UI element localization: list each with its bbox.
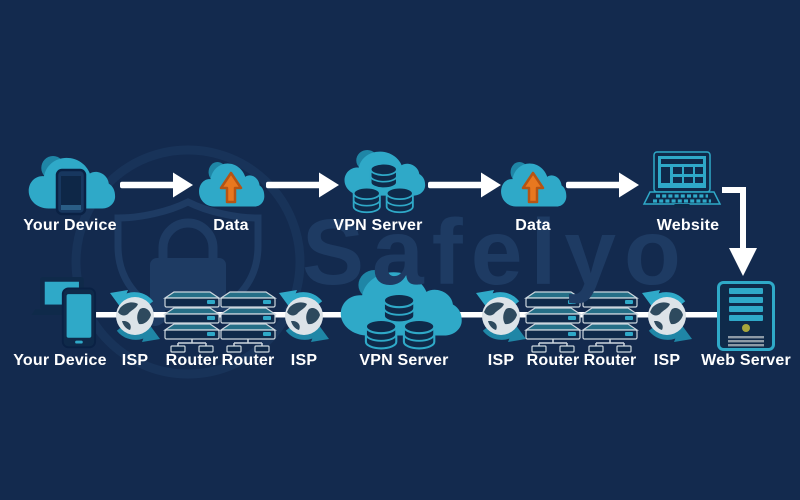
label-data-1: Data (213, 217, 249, 234)
watermark-text: Safelyo (302, 200, 689, 304)
laptop-smartphone-icon (30, 276, 97, 349)
label-vpn-server-top: VPN Server (333, 217, 423, 234)
label-web-server: Web Server (701, 352, 791, 369)
label-isp-3: ISP (487, 352, 515, 369)
label-router-1: Router (165, 352, 219, 369)
label-data-2: Data (515, 217, 551, 234)
web-server-tower-icon (717, 281, 775, 351)
label-isp-1: ISP (121, 352, 149, 369)
label-router-4: Router (583, 352, 637, 369)
cloud-smartphone-icon (28, 156, 116, 216)
label-isp-2: ISP (290, 352, 318, 369)
label-vpn-server-bottom: VPN Server (359, 352, 449, 369)
right-arrow-icon (566, 172, 639, 198)
label-website: Website (656, 217, 720, 234)
right-arrow-icon (428, 172, 501, 198)
label-your-device-bottom: Your Device (13, 352, 107, 369)
label-isp-4: ISP (653, 352, 681, 369)
router-stack-icon (164, 291, 220, 353)
label-your-device-top: Your Device (23, 217, 117, 234)
label-router-2: Router (221, 352, 275, 369)
right-arrow-icon (120, 172, 193, 198)
label-router-3: Router (526, 352, 580, 369)
elbow-down-arrow-icon (722, 187, 757, 276)
